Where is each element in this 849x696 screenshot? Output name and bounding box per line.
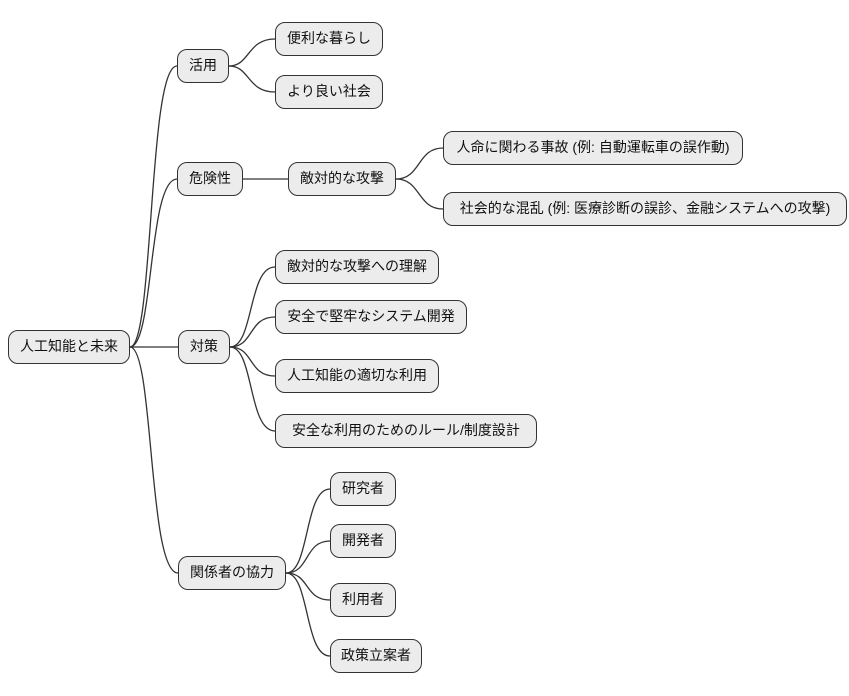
- node-adversarial-attack: 敵対的な攻撃: [288, 162, 396, 196]
- edge-coop-researchers: [285, 488, 331, 574]
- edge-coop-users: [285, 572, 331, 601]
- edge-counter-robust: [229, 316, 276, 348]
- node-understanding-attacks: 敵対的な攻撃への理解: [275, 250, 439, 284]
- edge-counter-appropriate: [229, 346, 276, 377]
- node-stakeholder-cooperation: 関係者の協力: [178, 556, 286, 590]
- node-risk: 危険性: [177, 162, 243, 196]
- node-ai-and-future: 人工知能と未来: [8, 330, 130, 364]
- edge-utilization-society: [228, 65, 276, 93]
- edge-root-cooperation: [129, 346, 179, 574]
- edge-coop-developers: [285, 540, 331, 574]
- edge-utilization-convenient: [228, 38, 276, 67]
- node-appropriate-use: 人工知能の適切な利用: [275, 359, 439, 393]
- node-developers: 開発者: [330, 524, 396, 558]
- node-researchers: 研究者: [330, 472, 396, 506]
- edge-counter-understanding: [229, 266, 276, 348]
- edge-root-utilization: [129, 65, 178, 348]
- node-rules-and-institutions: 安全な利用のためのルール/制度設計: [275, 414, 537, 448]
- node-utilization: 活用: [177, 49, 229, 83]
- node-convenient-life: 便利な暮らし: [275, 22, 383, 56]
- node-better-society: より良い社会: [275, 75, 383, 109]
- node-life-threatening-accident: 人命に関わる事故 (例: 自動運転車の誤作動): [443, 131, 743, 165]
- edge-adversarial-accident: [395, 147, 444, 180]
- node-policymakers: 政策立案者: [330, 639, 422, 673]
- edge-counter-rules: [229, 346, 276, 432]
- node-robust-system-development: 安全で堅牢なシステム開発: [275, 300, 467, 334]
- edge-adversarial-disruption: [395, 178, 444, 210]
- node-users: 利用者: [330, 583, 396, 617]
- edge-root-risk: [129, 178, 178, 348]
- node-social-disruption: 社会的な混乱 (例: 医療診断の誤診、金融システムへの攻撃): [443, 192, 847, 226]
- node-countermeasures: 対策: [178, 330, 230, 364]
- edge-coop-policymakers: [285, 572, 331, 657]
